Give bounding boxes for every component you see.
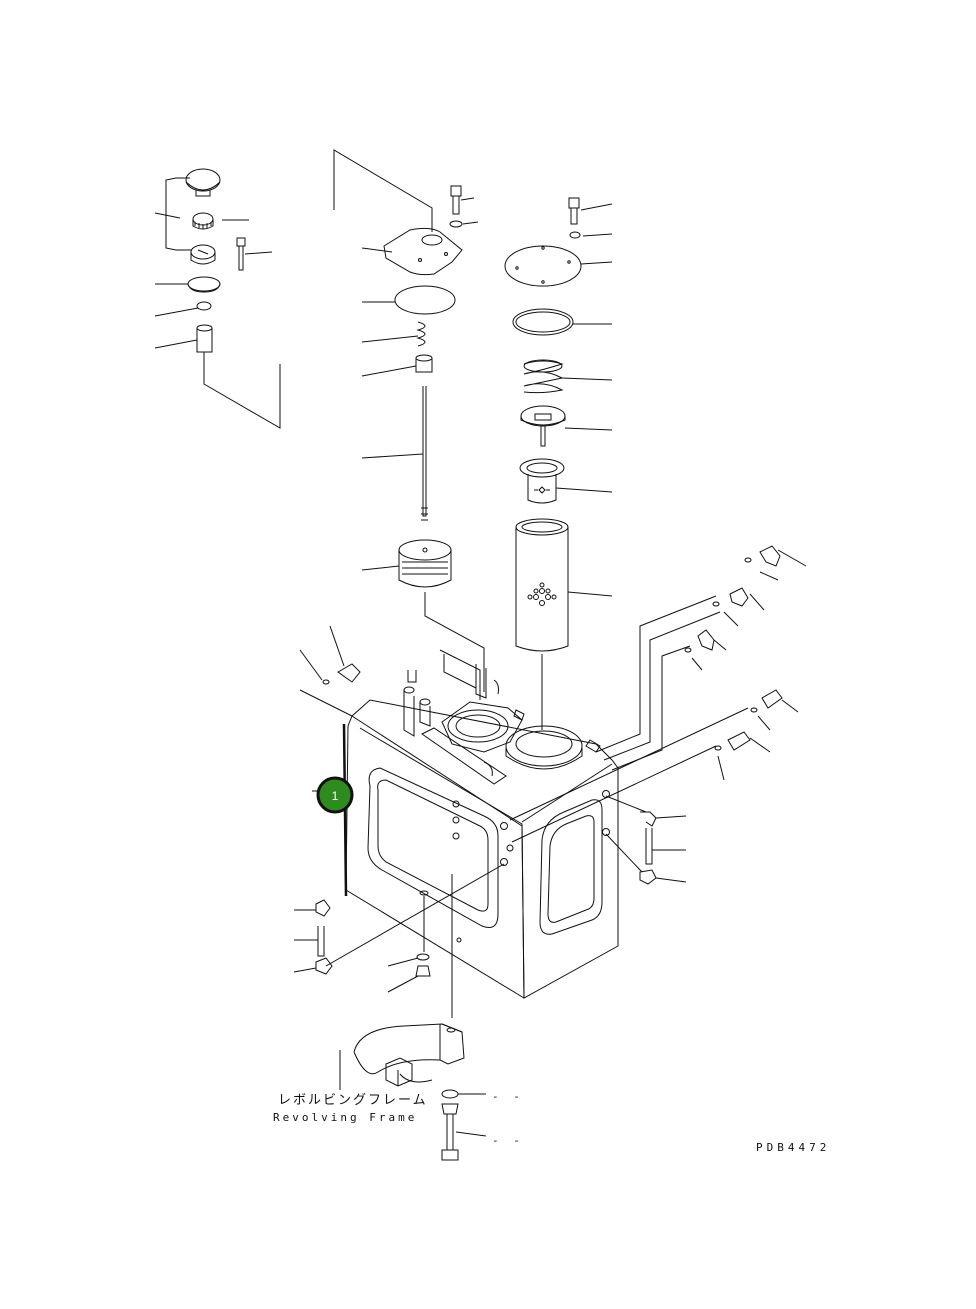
bottom-mount	[340, 954, 486, 1160]
strainer-bracket-line	[334, 150, 432, 232]
spacer	[416, 358, 432, 372]
breather-nut	[193, 213, 213, 225]
elbow-fitting-2	[730, 588, 748, 606]
lower-plug	[316, 958, 332, 974]
elbow-fitting-3	[698, 630, 714, 650]
filter-cover	[505, 246, 581, 286]
spring	[418, 322, 425, 346]
tank-side-window-front	[368, 768, 498, 928]
filter-bypass	[520, 459, 564, 477]
mount-washer	[417, 954, 429, 960]
top-boss-left	[404, 690, 414, 736]
pipe-routing	[596, 596, 720, 770]
breather-pipe	[197, 328, 212, 352]
qty-mark-1: - -	[492, 1090, 524, 1103]
lower-pipe	[318, 926, 324, 956]
elbow-fitting-1	[760, 546, 780, 566]
filter-bolt	[569, 198, 579, 224]
breather-cap	[186, 169, 220, 191]
revolving-frame-bracket	[354, 1024, 464, 1074]
frame-label-en: Revolving Frame	[273, 1111, 417, 1124]
left-elbow-fitting	[338, 664, 360, 682]
mount-washer-2	[442, 1090, 458, 1098]
strainer-assembly	[334, 150, 484, 692]
breather-bolt	[237, 238, 245, 270]
filter-washer	[570, 232, 580, 238]
suction-flange	[442, 702, 522, 752]
mount-bolt-small	[416, 966, 430, 976]
breather-bracket-line	[166, 178, 176, 250]
straight-fitting-2	[728, 732, 750, 750]
return-filter-assembly	[505, 198, 612, 730]
breather-gasket	[188, 277, 220, 291]
hydraulic-tank	[344, 650, 618, 1018]
callout-number: 1	[332, 789, 339, 803]
lower-left-fittings	[294, 864, 504, 974]
strainer-cover	[384, 228, 462, 274]
filter-element	[516, 519, 568, 535]
side-pipe	[646, 828, 652, 864]
tank-outline	[352, 700, 618, 998]
filter-oring	[513, 309, 573, 335]
callout-badge-circle[interactable]	[318, 778, 352, 812]
frame-label-jp: レボルビングフレーム	[278, 1093, 428, 1108]
left-top-fitting	[300, 626, 360, 716]
breather-oring	[197, 302, 211, 310]
strainer-rod	[421, 386, 428, 520]
drawing-code: PDB4472	[756, 1141, 830, 1154]
qty-mark-2: - -	[492, 1134, 524, 1147]
side-elbow	[640, 812, 656, 826]
breather-assembly	[155, 169, 280, 428]
side-plug	[640, 870, 656, 884]
lower-elbow	[316, 900, 330, 916]
top-bolt	[451, 186, 461, 214]
cover-oring	[395, 286, 455, 314]
filter-port	[506, 726, 582, 766]
tank-side-window-right	[540, 800, 602, 935]
callout-badge[interactable]: 1	[312, 778, 352, 812]
straight-fitting-1	[762, 690, 782, 708]
filter-spring	[524, 361, 562, 393]
mount-bolt	[442, 1104, 458, 1160]
right-fittings	[510, 546, 806, 884]
strainer-element	[399, 540, 451, 560]
top-washer	[450, 221, 462, 227]
